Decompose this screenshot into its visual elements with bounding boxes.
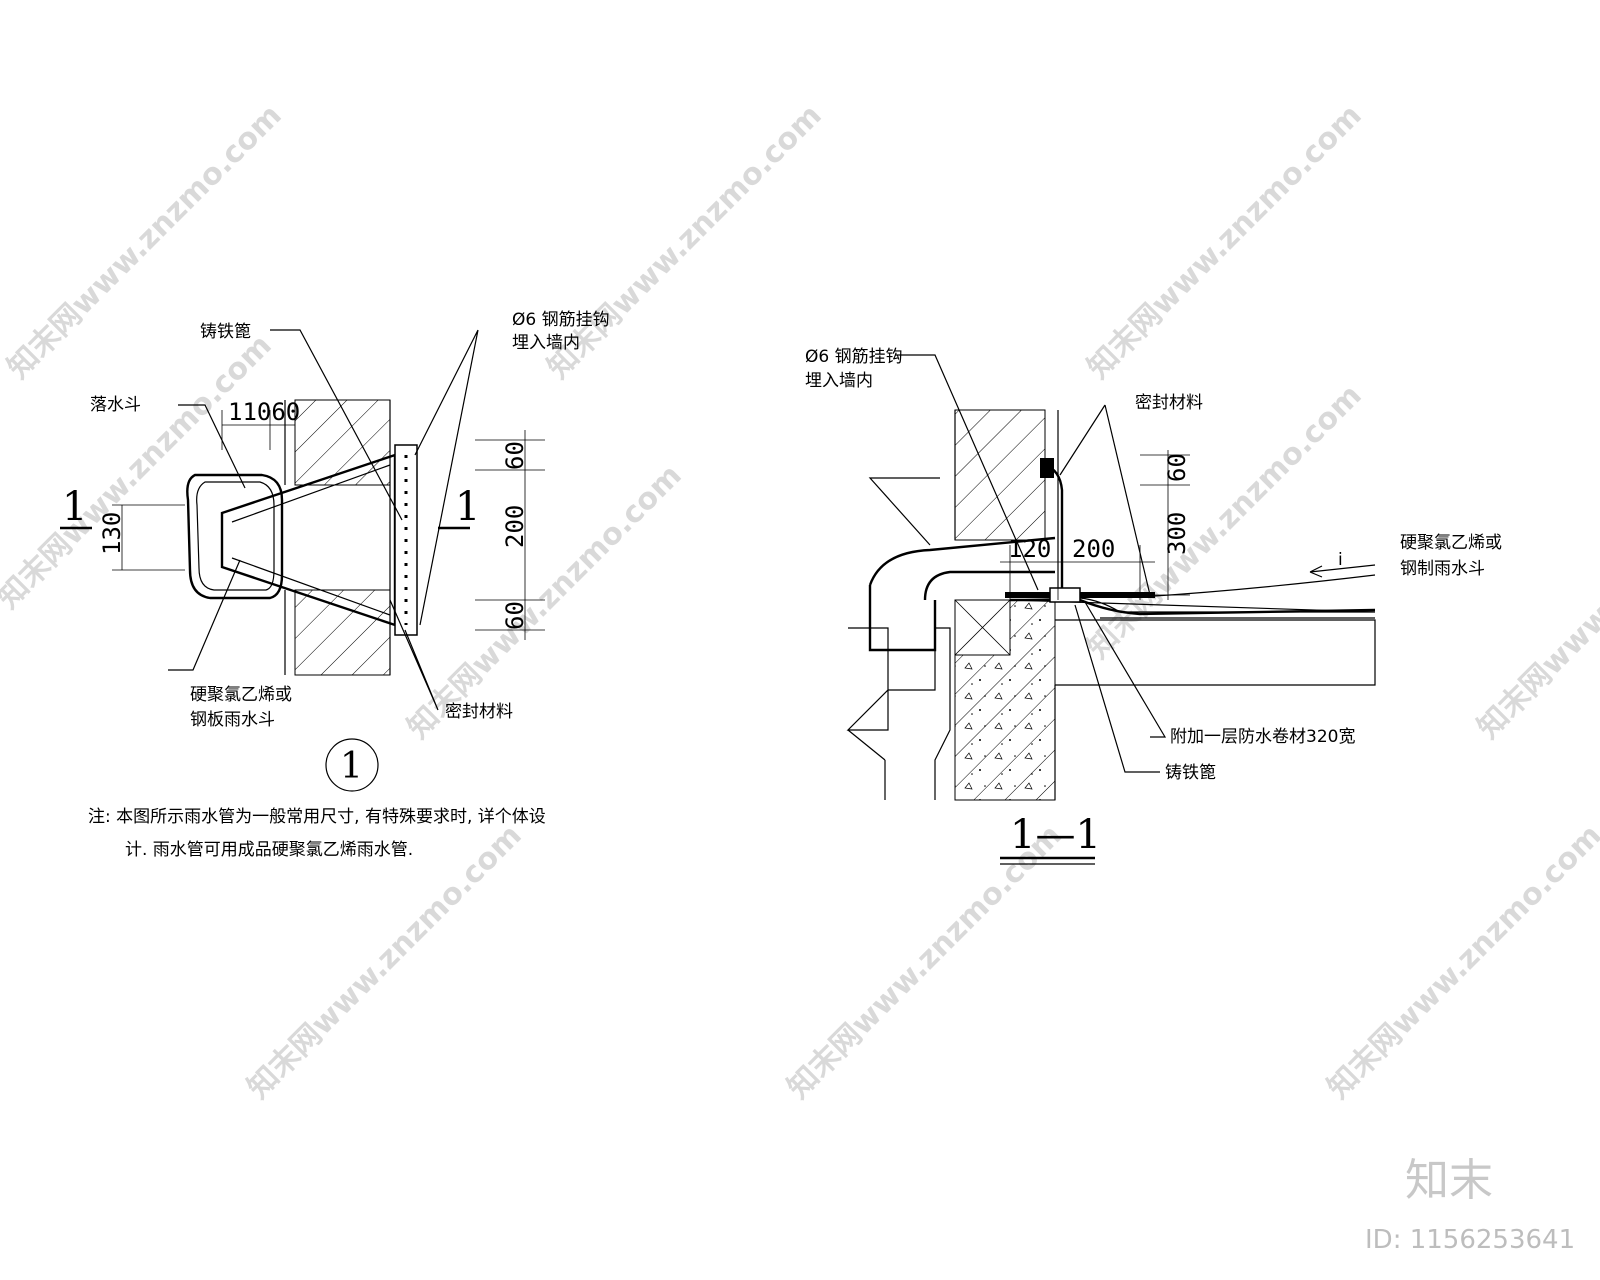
watermark-text: 知末网www.znzmo.com: [1471, 458, 1600, 746]
slope-mark: i: [1338, 550, 1343, 570]
dim-200: 200: [501, 505, 529, 548]
note-line2: 计. 雨水管可用成品硬聚氯乙烯雨水管.: [125, 840, 413, 860]
watermark-text: 知末网www.znzmo.com: [1081, 98, 1369, 386]
note-block: 注: 本图所示雨水管为一般常用尺寸, 有特殊要求时, 详个体设 计. 雨水管可用…: [88, 807, 546, 860]
hook-bar: [1044, 463, 1064, 595]
brand-logo-text: 知末: [1405, 1155, 1493, 1206]
section-1-1: 60 300 120 200 i Ø6 钢筋挂钩 埋入墙内 密封材料 硬聚氯乙烯…: [805, 347, 1502, 865]
watermark-layer: 知末网www.znzmo.com 知末网www.znzmo.com 知末网www…: [0, 98, 1600, 1255]
note-line1: 注: 本图所示雨水管为一般常用尺寸, 有特殊要求时, 详个体设: [88, 807, 546, 827]
image-id: ID: 1156253641: [1365, 1225, 1575, 1255]
watermark-text: 知末网www.znzmo.com: [541, 98, 829, 386]
label-hook-line2: 埋入墙内: [512, 333, 580, 353]
dim-200-section: 200: [1072, 535, 1115, 563]
dim-120-section: 120: [1008, 535, 1051, 563]
label-cast-iron-grate: 铸铁篦: [200, 322, 251, 342]
dim-top: 11060: [228, 398, 300, 426]
label-hook-line1-section: Ø6 钢筋挂钩: [805, 347, 903, 367]
hopper-body: [186, 473, 284, 600]
label-pvc-line1: 硬聚氯乙烯或: [190, 685, 292, 705]
rain-hopper: [846, 627, 951, 800]
label-sealant: 密封材料: [445, 702, 513, 722]
watermark-text: 知末网www.znzmo.com: [1081, 378, 1369, 666]
dim-60-top: 60: [501, 441, 529, 470]
dim-60-bottom: 60: [501, 601, 529, 630]
upper-wall-hatch: [954, 409, 1046, 541]
outlet-pipe-down: [868, 585, 937, 652]
section-mark-left: 1: [62, 484, 87, 530]
dim-side: 130: [98, 512, 126, 555]
section-title: 1—1: [1010, 812, 1101, 858]
dim-60-section: 60: [1163, 453, 1191, 482]
label-pvc-line2-section: 钢制雨水斗: [1400, 559, 1485, 579]
hook-anchor: [1040, 458, 1054, 478]
detail-number-circle: [325, 738, 379, 792]
label-hook-line2-section: 埋入墙内: [805, 371, 873, 391]
watermark-text: 知末网www.znzmo.com: [1321, 818, 1600, 1106]
label-hopper: 落水斗: [90, 395, 141, 415]
watermark-text: 知末网www.znzmo.com: [781, 818, 1069, 1106]
detail-1: 11060 130 1 1 60 200 60 铸铁篦 落水斗 Ø6 钢筋挂钩 …: [60, 310, 610, 792]
label-grate-section: 铸铁篦: [1165, 763, 1216, 783]
watermark-text: 知末网www.znzmo.com: [241, 818, 529, 1106]
outlet-pipe-top: [923, 570, 1055, 601]
label-pvc-line1-section: 硬聚氯乙烯或: [1400, 533, 1502, 553]
label-pvc-line2: 钢板雨水斗: [190, 710, 275, 730]
section-mark-right: 1: [455, 484, 480, 530]
detail-number: 1: [340, 746, 363, 787]
dim-300-section: 300: [1163, 512, 1191, 555]
label-sealant-section: 密封材料: [1135, 393, 1203, 413]
label-membrane: 附加一层防水卷材320宽: [1170, 727, 1355, 747]
label-hook-line1: Ø6 钢筋挂钩: [512, 310, 610, 330]
roof-slab: [1055, 619, 1376, 686]
wall-hatch-bottom: [294, 589, 391, 676]
outlet-pipe-upper: [868, 536, 1056, 586]
